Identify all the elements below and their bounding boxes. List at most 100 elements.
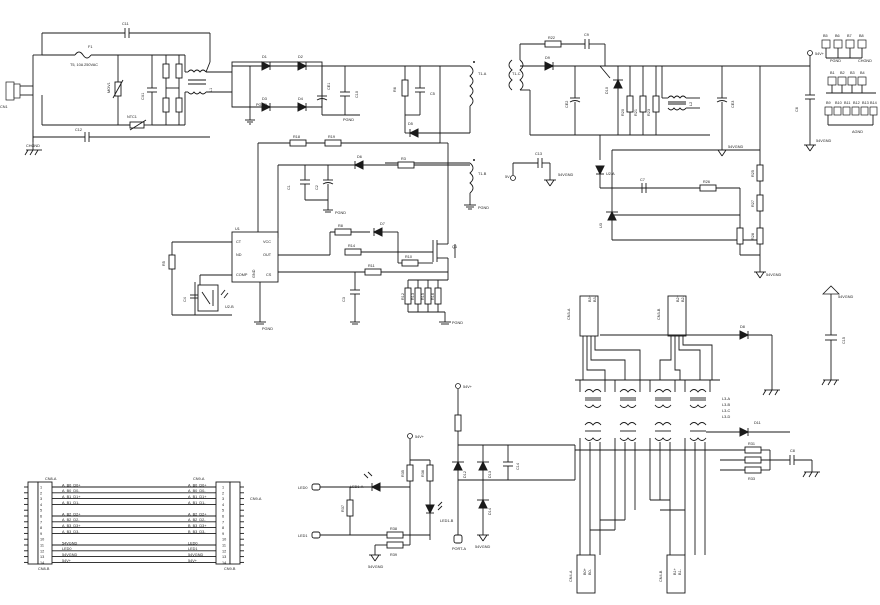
ribbon-left-pin-9: 9 <box>40 532 42 536</box>
c11-label: C11 <box>122 22 129 26</box>
c8-label: C8 <box>790 449 795 453</box>
porta-connector <box>453 534 463 544</box>
secondary-section: T1-C R22 C9 D9 CE2 D10 R20 <box>505 33 831 279</box>
d4-label: D4 <box>298 97 303 101</box>
r19-resistor <box>324 139 342 147</box>
tvs2-label: D13 <box>488 471 492 478</box>
u1-controller-ic <box>231 231 279 283</box>
pgnd-j-label: PGND <box>830 59 841 63</box>
pgnd-c-label: PGND <box>478 206 489 210</box>
ribbon-left-pin-13: 13 <box>40 555 44 559</box>
cn-right-side-label: CN9-A <box>250 497 262 501</box>
lpulse-d: L3-D <box>722 415 730 419</box>
t1c-label: T1-C <box>512 72 521 76</box>
jumper-mid-b3: B3 <box>850 71 855 75</box>
ribbon-left-pin-12: 12 <box>40 549 44 553</box>
rcs3-label: R15 <box>421 293 425 300</box>
r10-resistor <box>401 259 419 267</box>
c12-label: C12 <box>75 128 82 132</box>
c1-label: C1 <box>287 185 291 190</box>
ribbon-right-pin-12: 12 <box>222 549 226 553</box>
l1-label: L1 <box>209 88 213 92</box>
jumper-bot-b9: B9 <box>826 101 831 105</box>
ribbon-right-net-9: B_B3_D3- <box>188 530 206 534</box>
chgnd-left-label: CHGND <box>26 144 40 148</box>
rout2-label: R21 <box>634 109 638 116</box>
r19-label: R19 <box>328 135 335 139</box>
v54-plus-b-label: 54V+ <box>463 385 473 389</box>
d2-label: D2 <box>298 55 303 59</box>
ribbon-left-pin-1: 1 <box>40 486 42 490</box>
rbob1 <box>744 446 762 454</box>
pgnd-a-label: PGND <box>256 103 267 107</box>
fuse-label: F1 <box>88 45 92 49</box>
ribbon-right-pin-10: 10 <box>222 538 226 542</box>
jumper-top-b8: B8 <box>859 34 864 38</box>
r3-label: R3 <box>401 157 406 161</box>
ribbon-right-net-13: 54VGND <box>188 553 203 557</box>
ribbon-left-net-12: LED0 <box>62 547 72 551</box>
v54-plus-a-label: 54V+ <box>815 52 825 56</box>
ribbon-left-pin-3: 3 <box>40 497 42 501</box>
d11-label: D11 <box>754 421 761 425</box>
r11-resistor <box>364 268 382 276</box>
ribbon-left-net-13: 54VGND <box>62 553 77 557</box>
ribbon-right-net-14: 54V+ <box>188 559 198 563</box>
c5-label: C5 <box>430 92 435 96</box>
ce2-label: CE2 <box>565 101 569 108</box>
ce1-label: CE1 <box>327 83 331 90</box>
u1-pin-comp: COMP <box>236 273 248 277</box>
rled5 <box>386 541 404 549</box>
ribbon-left-net-1: A_B0_D0+ <box>62 483 81 487</box>
ribbon-right-pin-13: 13 <box>222 555 226 559</box>
r26-resistor <box>699 184 717 192</box>
lpulse-a: L3-A <box>722 397 730 401</box>
jumper-bot-b13: B13 <box>862 101 869 105</box>
led0-label: LED0 <box>298 486 308 490</box>
pgnd-cs-label: PGND <box>452 321 463 325</box>
c14-label: C14 <box>516 463 520 470</box>
t1b-label: T1-B <box>478 172 487 176</box>
ribbon-right-net-4: A_B1_D1- <box>188 501 206 505</box>
l2-label: L2 <box>689 102 693 106</box>
cx1-label: CX1 <box>141 93 145 100</box>
u1-pin-vcc: VCC <box>263 240 271 244</box>
jumper-chgnd-label: CHGND <box>858 59 872 63</box>
ribbon-right-pin-1: 1 <box>222 486 224 490</box>
u1-pin-cs: CS <box>266 273 272 277</box>
cn-left-label: CN8-A <box>45 477 57 481</box>
pulse-transformer-4 <box>689 389 707 408</box>
cn5-connector <box>576 554 596 594</box>
r28-label: R28 <box>751 233 755 240</box>
ribbon-left-net-9: A_B3_D3- <box>62 530 80 534</box>
jumper-top-b7: B7 <box>847 34 852 38</box>
ribbon-right-net-7: A_B2_D2- <box>188 518 206 522</box>
ribbon-left-net-7: A_B2_D2- <box>62 518 80 522</box>
ribbon-right-net-11: LED0 <box>188 541 198 545</box>
ribbon-right-net-8: B_B3_D3+ <box>188 524 207 528</box>
led-b-label: LED1-B <box>440 519 454 523</box>
rout2 <box>639 95 647 113</box>
c10-label: C10 <box>355 91 359 98</box>
ribbon-right-pin-2: 2 <box>222 491 224 495</box>
cn6-connector <box>666 554 686 594</box>
u2b-label: U2-B <box>225 305 234 309</box>
ribbon-left-net-11: 54VGND <box>62 541 77 545</box>
lpulse-c: L3-C <box>722 409 730 413</box>
ribbon-left-pin-8: 8 <box>40 526 42 530</box>
ribbon-left-net-6: A_B2_D2+ <box>62 512 81 516</box>
jumper-mid-b2: B2 <box>840 71 845 75</box>
r10-label: R10 <box>405 255 412 259</box>
v54gnd-c-label: 54VGND <box>558 173 573 177</box>
r11-label: R11 <box>368 264 375 268</box>
rled2 <box>426 464 434 482</box>
ribbon-right-pin-8: 8 <box>222 526 224 530</box>
r22-label: R22 <box>548 36 555 40</box>
u1-pin-ct: CT <box>236 240 242 244</box>
led0-pin <box>311 483 321 491</box>
ce3-label: CE3 <box>731 101 735 108</box>
ribbon-left-pin-4: 4 <box>40 503 42 507</box>
ribbon-left-pin-2: 2 <box>40 491 42 495</box>
